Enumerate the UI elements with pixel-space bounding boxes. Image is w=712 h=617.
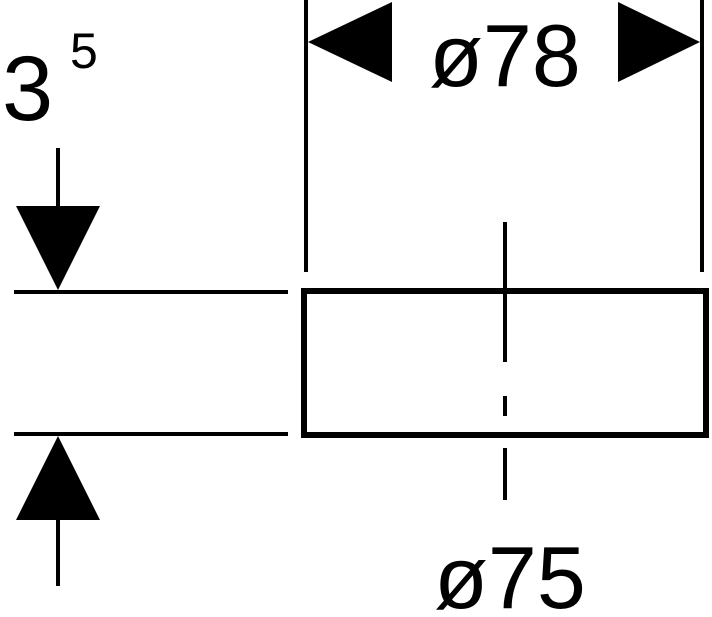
lower-arrow-head bbox=[16, 436, 100, 520]
height-dimension-base: 3 bbox=[2, 38, 53, 140]
left-width-arrow-head bbox=[308, 2, 392, 82]
right-width-arrow-head bbox=[618, 2, 700, 82]
bottom-diameter-label: ø75 bbox=[434, 528, 586, 617]
height-dimension-label: 3 bbox=[2, 38, 53, 140]
top-diameter-label: ø78 bbox=[429, 6, 581, 105]
height-dimension-superscript: 5 bbox=[70, 23, 98, 79]
upper-arrow-head bbox=[16, 206, 100, 290]
